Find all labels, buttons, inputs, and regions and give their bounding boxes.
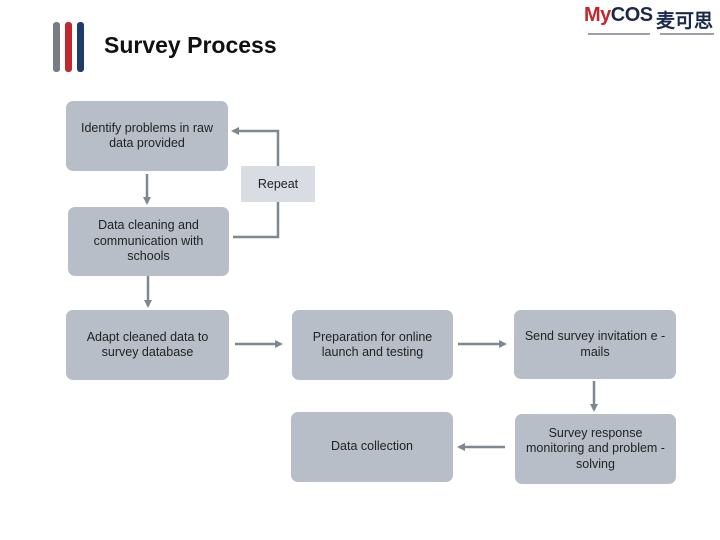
step-send-invitations: Send survey invitation e -mails (514, 310, 676, 379)
logo-chinese: 麦可思 (656, 11, 714, 32)
logo-tagline-right (660, 33, 714, 35)
header-bar-red (65, 22, 72, 72)
step-preparation: Preparation for online launch and testin… (292, 310, 453, 380)
header-bar-blue (77, 22, 84, 72)
logo-tagline-left (588, 33, 650, 35)
repeat-label: Repeat (241, 166, 315, 202)
mycos-logo: MyCOS 麦可思 (584, 4, 716, 40)
step-data-cleaning: Data cleaning and communication with sch… (68, 207, 229, 276)
logo-wordmark: MyCOS (584, 4, 653, 26)
header-bar-gray (53, 22, 60, 72)
step-monitoring: Survey response monitoring and problem -… (515, 414, 676, 484)
page-title: Survey Process (104, 32, 277, 58)
step-adapt-database: Adapt cleaned data to survey database (66, 310, 229, 380)
step-data-collection: Data collection (291, 412, 453, 482)
step-identify-problems: Identify problems in raw data provided (66, 101, 228, 171)
